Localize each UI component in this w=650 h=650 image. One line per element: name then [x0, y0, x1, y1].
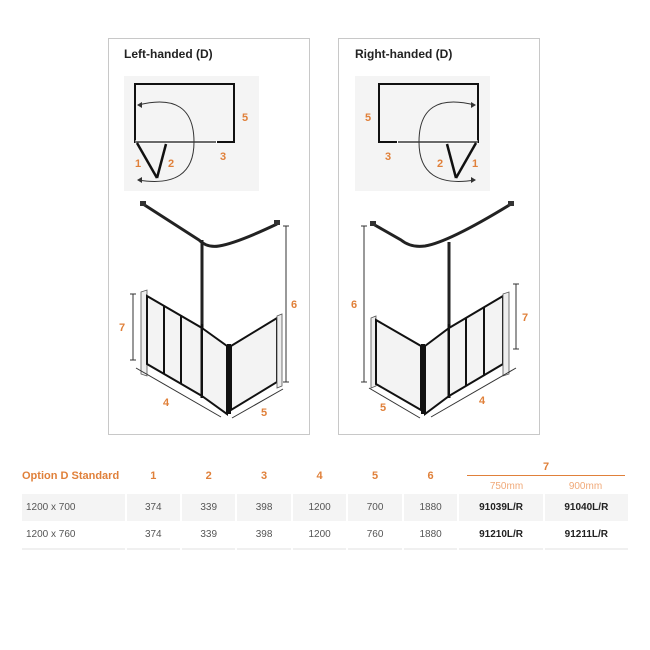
svg-text:5: 5 — [242, 112, 248, 124]
plan-diagram-icon: 5 3 2 1 — [365, 83, 479, 183]
svg-text:5: 5 — [261, 407, 267, 419]
svg-text:1: 1 — [135, 158, 141, 170]
svg-text:5: 5 — [380, 402, 386, 414]
header-4: 4 — [316, 470, 323, 482]
plan-diagram-icon: 5 3 1 2 — [134, 83, 248, 183]
cell: 1880 — [403, 521, 458, 550]
product-code-750: 91039L/R — [459, 494, 543, 521]
cell-size: 1200 x 760 — [22, 521, 125, 550]
svg-text:6: 6 — [291, 299, 297, 311]
header-2: 2 — [205, 470, 212, 482]
shower-enclosure-icon: 7 4 5 6 — [119, 201, 297, 419]
cell: 398 — [237, 521, 291, 550]
cell: 1880 — [403, 494, 458, 521]
isometric-diagram: 7 4 5 6 — [109, 196, 311, 436]
column-7-header: 7 — [542, 461, 550, 473]
table-row: 1200 x 700 374 339 398 1200 700 1880 910… — [22, 494, 628, 521]
right-handed-panel: Right-handed (D) 5 3 2 1 — [338, 38, 540, 435]
header-row: Option D Standard 1 2 3 4 5 6 — [22, 458, 628, 494]
product-code-900: 91211L/R — [544, 521, 628, 550]
cell-size: 1200 x 700 — [22, 494, 125, 521]
table-row: 1200 x 760 374 339 398 1200 760 1880 912… — [22, 521, 628, 550]
svg-text:7: 7 — [522, 312, 528, 324]
shower-enclosure-icon: 6 5 4 7 — [351, 201, 528, 419]
plan-diagram: 5 3 2 1 — [355, 76, 490, 191]
header-7a — [459, 458, 542, 494]
subheader-750mm: 750mm — [489, 481, 524, 492]
svg-text:5: 5 — [365, 112, 371, 124]
svg-text:3: 3 — [385, 151, 391, 163]
subheader-900mm: 900mm — [568, 481, 603, 492]
svg-text:4: 4 — [163, 397, 170, 409]
cell: 760 — [348, 521, 402, 550]
header-6: 6 — [427, 470, 434, 482]
cell: 1200 — [292, 494, 347, 521]
left-handed-panel: Left-handed (D) 5 3 1 2 — [108, 38, 310, 435]
cell: 398 — [237, 494, 291, 521]
spec-table: Option D Standard 1 2 3 4 5 6 1200 x 700… — [20, 458, 630, 550]
divider — [467, 475, 625, 476]
cell: 374 — [126, 494, 180, 521]
svg-text:2: 2 — [437, 158, 443, 170]
cell: 374 — [126, 521, 180, 550]
svg-text:7: 7 — [119, 322, 125, 334]
svg-text:2: 2 — [168, 158, 174, 170]
header-5: 5 — [372, 470, 379, 482]
header-option: Option D Standard — [22, 470, 120, 482]
product-code-900: 91040L/R — [544, 494, 628, 521]
plan-diagram: 5 3 1 2 — [124, 76, 259, 191]
panel-title: Right-handed (D) — [355, 47, 453, 61]
cell: 339 — [181, 521, 236, 550]
header-7b — [545, 458, 628, 494]
cell: 339 — [181, 494, 236, 521]
svg-text:3: 3 — [220, 151, 226, 163]
svg-text:6: 6 — [351, 299, 357, 311]
product-code-750: 91210L/R — [459, 521, 543, 550]
header-3: 3 — [261, 470, 268, 482]
cell: 700 — [348, 494, 402, 521]
svg-text:1: 1 — [472, 158, 478, 170]
isometric-diagram: 6 5 4 7 — [339, 196, 541, 436]
column-7-header-group: 7 750mm 900mm — [467, 461, 625, 492]
panel-title: Left-handed (D) — [124, 47, 213, 61]
cell: 1200 — [292, 521, 347, 550]
header-1: 1 — [150, 470, 157, 482]
svg-text:4: 4 — [479, 395, 486, 407]
